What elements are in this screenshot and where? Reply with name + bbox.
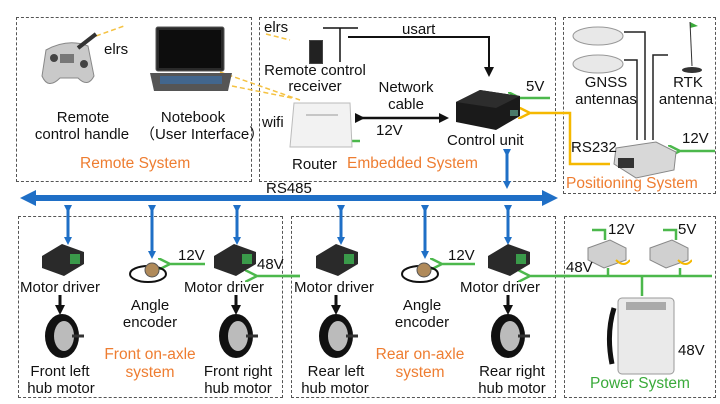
converter-12v-label: 12V [608, 221, 635, 238]
front-right-driver-label: Motor driver [184, 279, 265, 296]
rear-left-motor-label-line2: hub motor [301, 380, 369, 397]
elrs-label-remote: elrs [104, 41, 129, 58]
rear-right-driver-label: Motor driver [460, 279, 541, 296]
network-cable-label-line1: Network [378, 79, 434, 96]
rear-encoder-label-line1: Angle [402, 297, 442, 314]
battery-voltage-label: 48V [678, 342, 705, 359]
rear-system-title-line1: Rear on-axle [375, 346, 465, 363]
converter-input-48v-label: 48V [566, 259, 593, 276]
battery-image [606, 297, 675, 375]
wifi-label: wifi [262, 114, 284, 131]
notebook-image [150, 26, 232, 91]
power-distribution [283, 228, 712, 296]
remote-handle-label-line1: Remote [56, 109, 110, 126]
rear-left-hub-motor-image [319, 314, 358, 358]
front-angle-encoder-image [129, 262, 167, 283]
notebook-label-line2: （User Interface） [140, 126, 265, 143]
positioning-receiver-image [613, 141, 677, 179]
power-system-box [564, 216, 716, 398]
router-image [289, 102, 353, 148]
rear-encoder-label-line2: encoder [394, 314, 450, 331]
wireless-links [95, 25, 301, 101]
control-unit-image [456, 90, 520, 130]
control-unit-voltage-label: 5V [526, 78, 545, 95]
front-left-motor-label-line2: hub motor [27, 380, 95, 397]
elrs-label-receiver: elrs [264, 19, 289, 36]
control-unit-label: Control unit [447, 132, 524, 149]
rear-left-motor-label-line1: Rear left [307, 363, 365, 380]
positioning-voltage-label: 12V [682, 130, 709, 147]
receiver-label-line2: receiver [288, 78, 342, 95]
remote-control-handle-image [41, 32, 98, 84]
front-encoder-label-line1: Angle [130, 297, 170, 314]
front-right-motor-label-line2: hub motor [204, 380, 272, 397]
rs485-bus [20, 190, 558, 206]
dc-converter-12v-image [587, 239, 630, 269]
usart-line [348, 36, 494, 77]
front-left-motor-label-line1: Front left [30, 363, 90, 380]
front-right-motor-label-line1: Front right [203, 363, 273, 380]
remote-handle-label-line2: control handle [34, 126, 130, 143]
gnss-antenna-1 [572, 26, 624, 46]
rear-left-motor-driver-image [316, 244, 358, 276]
positioning-system-box [563, 17, 716, 194]
rtk-antenna-image [682, 21, 702, 73]
front-left-motor-driver-image [42, 244, 84, 276]
rear-right-motor-label-line1: Rear right [479, 363, 545, 380]
embedded-system-box [259, 17, 556, 182]
rear-encoder-voltage-label: 12V [448, 247, 475, 264]
gnss-label-line2: antennas [575, 91, 637, 108]
rs232-label: RS232 [571, 139, 617, 156]
rear-system-title-line2: system [395, 364, 445, 381]
remote-system-title: Remote System [80, 155, 191, 172]
notebook-label-line1: Notebook [160, 109, 226, 126]
power-system-title: Power System [590, 375, 690, 392]
front-encoder-label-line2: encoder [122, 314, 178, 331]
rtk-label-line1: RTK [673, 74, 703, 91]
rear-right-hub-motor-image [491, 314, 530, 358]
gnss-antenna-2 [572, 54, 624, 74]
receiver-image [309, 40, 323, 64]
router-label: Router [292, 156, 338, 173]
network-cable-label-line2: cable [388, 96, 424, 113]
remote-system-box [16, 17, 252, 182]
front-encoder-voltage-label: 12V [178, 247, 205, 264]
rear-right-motor-driver-image [488, 244, 530, 276]
receiver-antenna [323, 27, 358, 62]
front-system-title-line1: Front on-axle [104, 346, 196, 363]
rear-angle-encoder-image [401, 262, 439, 283]
rear-left-driver-label: Motor driver [294, 279, 375, 296]
front-right-hub-motor-image [219, 314, 258, 358]
rtk-label-line2: antenna [658, 91, 714, 108]
embedded-system-title: Embedded System [347, 155, 478, 172]
front-right-motor-driver-image [214, 244, 256, 276]
front-driver-voltage-label: 48V [257, 256, 284, 273]
dc-converter-5v-image [649, 239, 692, 269]
front-left-driver-label: Motor driver [20, 279, 101, 296]
router-voltage-label: 12V [376, 122, 403, 139]
rear-right-motor-label-line2: hub motor [478, 380, 546, 397]
receiver-label-line1: Remote control [264, 62, 366, 79]
usart-label: usart [402, 21, 436, 38]
front-system-title-line2: system [125, 364, 175, 381]
front-left-hub-motor-image [45, 314, 84, 358]
antenna-cables [624, 31, 668, 140]
positioning-system-title: Positioning System [566, 175, 698, 192]
rs232-line [528, 113, 610, 166]
converter-5v-label: 5V [678, 221, 697, 238]
rs485-label: RS485 [266, 180, 312, 197]
gnss-label-line1: GNSS [584, 74, 628, 91]
